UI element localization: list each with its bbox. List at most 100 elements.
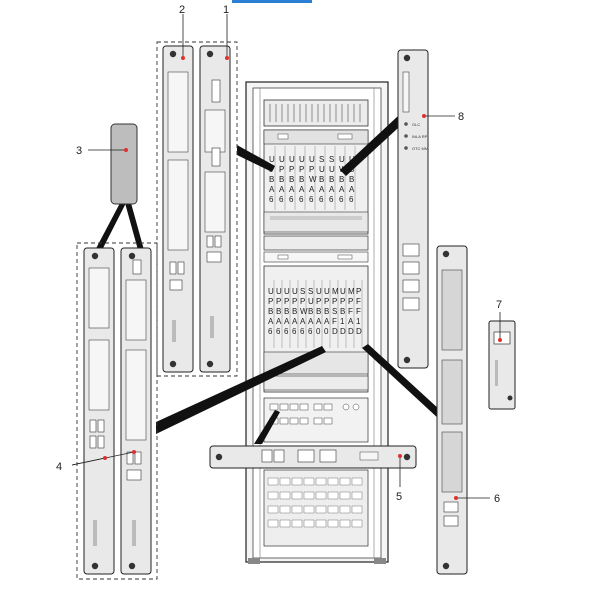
lower-slot-letter-col1-row2: B bbox=[276, 307, 281, 316]
lower-slot-letter-col5-row1: U bbox=[308, 297, 314, 306]
callout-2: 2 bbox=[179, 4, 185, 16]
lower-slot-letter-col10-row3: A bbox=[348, 317, 354, 326]
callout-4: 4 bbox=[56, 461, 62, 473]
dot-4b bbox=[132, 450, 136, 454]
lower-slot-letter-col3-row1: P bbox=[292, 297, 297, 306]
upper-slot-letter-col6-row0: S bbox=[329, 155, 334, 164]
upper-slot-letter-col2-row1: P bbox=[289, 165, 294, 174]
lower-slot-letter-col8-row3: F bbox=[332, 317, 337, 326]
leader-4b bbox=[71, 451, 135, 466]
lower-slot-letter-col5-row3: A bbox=[308, 317, 314, 326]
upper-slot-letter-col5-row4: 6 bbox=[319, 195, 324, 204]
upper-slot-letter-col6-row4: 6 bbox=[329, 195, 334, 204]
dot-2 bbox=[181, 56, 185, 60]
lower-slot-letter-col5-row0: S bbox=[308, 287, 313, 296]
wedge-board-3-right bbox=[125, 203, 144, 250]
lower-slot-letter-col9-row3: 1 bbox=[340, 317, 345, 326]
board-3 bbox=[110, 123, 138, 205]
board-7 bbox=[488, 320, 516, 410]
upper-slot-letter-col2-row3: A bbox=[289, 185, 295, 194]
upper-slot-letter-col7-row0: U bbox=[339, 155, 345, 164]
upper-slot-letter-col4-row0: U bbox=[309, 155, 315, 164]
upper-slot-letter-col3-row0: U bbox=[299, 155, 305, 164]
board-8-label-1: OLC bbox=[412, 122, 420, 127]
lower-slot-letter-col2-row1: P bbox=[284, 297, 289, 306]
upper-slot-text: UPBA6UPBA6UPBA6UPBA6UPWA6SUBA6SUBA6UWBA6… bbox=[269, 155, 355, 204]
lower-slot-letter-col6-row3: A bbox=[316, 317, 322, 326]
lower-slot-letter-col11-row4: D bbox=[356, 327, 362, 336]
lower-slot-letter-col3-row0: U bbox=[292, 287, 298, 296]
upper-slot-letter-col4-row2: W bbox=[309, 175, 317, 184]
lower-slot-letter-col6-row1: P bbox=[316, 297, 321, 306]
upper-slot-letter-col2-row2: B bbox=[289, 175, 294, 184]
upper-slot-letter-col3-row2: B bbox=[299, 175, 304, 184]
lower-slot-letter-col0-row3: A bbox=[268, 317, 274, 326]
board-8-label-2: INLA RPI bbox=[412, 134, 428, 139]
upper-slot-letter-col7-row2: B bbox=[339, 175, 344, 184]
board-8-label-3: OTC MM bbox=[412, 146, 428, 151]
lower-slot-letter-col8-row4: D bbox=[332, 327, 338, 336]
lower-slot-letter-col3-row3: A bbox=[292, 317, 298, 326]
lower-slot-letter-col3-row4: 6 bbox=[292, 327, 297, 336]
dot-7 bbox=[498, 338, 502, 342]
lower-slot-letter-col1-row3: A bbox=[276, 317, 282, 326]
callout-labels: 1 2 3 4 5 6 7 8 bbox=[56, 4, 502, 505]
lower-slot-letter-col4-row3: A bbox=[300, 317, 306, 326]
dot-4a bbox=[103, 456, 107, 460]
upper-slot-letter-col8-row4: 6 bbox=[349, 195, 354, 204]
lower-slot-letter-col11-row2: F bbox=[356, 307, 361, 316]
lower-slot-letter-col9-row0: U bbox=[340, 287, 346, 296]
upper-slot-letter-col0-row4: 6 bbox=[269, 195, 274, 204]
lower-slot-letter-col4-row2: W bbox=[300, 307, 308, 316]
upper-slot-letter-col2-row4: 6 bbox=[289, 195, 294, 204]
upper-slot-letter-col7-row4: 6 bbox=[339, 195, 344, 204]
lower-slot-letter-col7-row3: A bbox=[324, 317, 330, 326]
upper-slot-letter-col8-row3: A bbox=[349, 185, 355, 194]
dot-3 bbox=[124, 148, 128, 152]
lower-slot-letter-col5-row4: 6 bbox=[308, 327, 313, 336]
distribution-terminals bbox=[267, 477, 363, 528]
lower-slot-letter-col4-row1: P bbox=[300, 297, 305, 306]
lower-slot-text: UPBA6UPBA6UPBA6UPBA6SPWA6SUBA6UPBA0UPBA0… bbox=[268, 287, 362, 336]
lower-slot-letter-col4-row4: 6 bbox=[300, 327, 305, 336]
lower-slot-letter-col9-row4: D bbox=[340, 327, 346, 336]
callout-leaders bbox=[71, 14, 501, 499]
upper-slot-letter-col1-row1: P bbox=[279, 165, 284, 174]
lower-slot-letter-col5-row2: B bbox=[308, 307, 313, 316]
dot-5 bbox=[398, 454, 402, 458]
upper-slot-letter-col4-row4: 6 bbox=[309, 195, 314, 204]
lower-slot-letter-col11-row1: F bbox=[356, 297, 361, 306]
lower-slot-letter-col1-row1: P bbox=[276, 297, 281, 306]
board-4-left bbox=[83, 247, 115, 575]
dot-1 bbox=[225, 56, 229, 60]
board-5 bbox=[209, 445, 417, 469]
upper-slot-letter-col0-row3: A bbox=[269, 185, 275, 194]
lower-slot-letter-col8-row1: P bbox=[332, 297, 337, 306]
upper-slot-letter-col1-row0: U bbox=[279, 155, 285, 164]
upper-slot-letter-col0-row0: U bbox=[269, 155, 275, 164]
callout-1: 1 bbox=[223, 4, 229, 16]
upper-slot-letter-col2-row0: U bbox=[289, 155, 295, 164]
link-fragment[interactable] bbox=[232, 0, 312, 3]
lower-slot-letter-col4-row0: S bbox=[300, 287, 305, 296]
lower-slot-letter-col11-row3: 1 bbox=[356, 317, 361, 326]
upper-slot-letter-col4-row3: A bbox=[309, 185, 315, 194]
wedge-boards-1-2 bbox=[237, 145, 275, 172]
group-board-4 bbox=[76, 242, 158, 580]
upper-slot-letter-col5-row0: S bbox=[319, 155, 324, 164]
lower-slot-letter-col10-row1: P bbox=[348, 297, 353, 306]
lower-slot-letter-col6-row2: B bbox=[316, 307, 321, 316]
lower-slot-letter-col6-row4: 0 bbox=[316, 327, 321, 336]
lower-slot-letter-col8-row0: M bbox=[332, 287, 339, 296]
board-8: OLC INLA RPI OTC MM bbox=[397, 49, 429, 369]
upper-slot-letter-col6-row3: A bbox=[329, 185, 335, 194]
board-4-right bbox=[120, 247, 152, 575]
upper-slot-letter-col8-row2: B bbox=[349, 175, 354, 184]
board-6 bbox=[436, 245, 468, 575]
lower-slot-letter-col6-row0: U bbox=[316, 287, 322, 296]
upper-slot-letter-col3-row3: A bbox=[299, 185, 305, 194]
upper-slot-letter-col6-row2: B bbox=[329, 175, 334, 184]
lower-slot-letter-col2-row3: A bbox=[284, 317, 290, 326]
lower-slot-letter-col9-row2: B bbox=[340, 307, 345, 316]
